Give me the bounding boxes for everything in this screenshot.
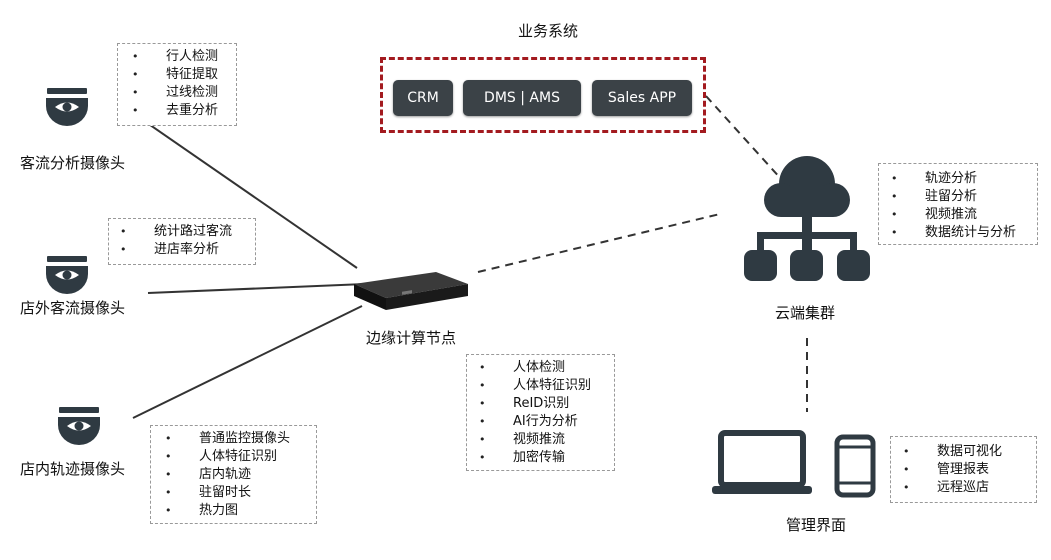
dome-camera-icon bbox=[46, 256, 88, 294]
dome-camera-icon bbox=[58, 407, 100, 445]
feature-item: ReID识别 bbox=[479, 395, 614, 413]
feature-item: 特征提取 bbox=[132, 66, 236, 84]
feature-item: 轨迹分析 bbox=[891, 170, 1037, 188]
feature-item: 去重分析 bbox=[132, 102, 236, 120]
dome-camera-icon bbox=[46, 88, 88, 126]
link-camera3-edge bbox=[132, 305, 363, 419]
cloud-cluster-label: 云端集群 bbox=[775, 304, 836, 322]
feature-item: 行人检测 bbox=[132, 48, 236, 66]
camera-traffic-analysis-features: 行人检测 特征提取 过线检测 去重分析 bbox=[117, 43, 237, 126]
dms-ams-button[interactable]: DMS | AMS bbox=[463, 80, 581, 116]
camera-in-store-trajectory-label: 店内轨迹摄像头 bbox=[20, 460, 126, 478]
feature-item: 视频推流 bbox=[891, 206, 1037, 224]
link-biz-cloud bbox=[705, 95, 783, 181]
feature-item: 进店率分析 bbox=[120, 241, 255, 259]
feature-item: 热力图 bbox=[165, 502, 316, 520]
biz-system-frame bbox=[380, 57, 706, 133]
feature-item: 驻留时长 bbox=[165, 484, 316, 502]
edge-node-label: 边缘计算节点 bbox=[366, 329, 457, 347]
feature-item: 视频推流 bbox=[479, 431, 614, 449]
sales-app-button[interactable]: Sales APP bbox=[592, 80, 692, 116]
feature-item: 过线检测 bbox=[132, 84, 236, 102]
camera-outside-traffic-label: 店外客流摄像头 bbox=[20, 299, 126, 317]
link-edge-cloud bbox=[477, 213, 721, 273]
link-camera2-edge bbox=[147, 283, 366, 294]
edge-node-features: 人体检测 人体特征识别 ReID识别 AI行为分析 视频推流 加密传输 bbox=[466, 354, 615, 471]
feature-item: 加密传输 bbox=[479, 449, 614, 467]
camera-in-store-trajectory-features: 普通监控摄像头 人体特征识别 店内轨迹 驻留时长 热力图 bbox=[150, 425, 317, 524]
feature-item: 统计路过客流 bbox=[120, 223, 255, 241]
feature-item: 店内轨迹 bbox=[165, 466, 316, 484]
link-camera1-edge bbox=[139, 117, 358, 269]
management-label: 管理界面 bbox=[786, 516, 847, 534]
cloud-cluster-features: 轨迹分析 驻留分析 视频推流 数据统计与分析 bbox=[878, 163, 1038, 245]
management-features: 数据可视化 管理报表 远程巡店 bbox=[890, 436, 1037, 503]
feature-item: AI行为分析 bbox=[479, 413, 614, 431]
edge-server-icon bbox=[354, 272, 468, 310]
cloud-cluster-icon bbox=[744, 156, 870, 281]
smartphone-icon bbox=[834, 434, 876, 498]
feature-item: 远程巡店 bbox=[903, 479, 1036, 497]
biz-system-title: 业务系统 bbox=[518, 22, 579, 40]
feature-item: 人体检测 bbox=[479, 359, 614, 377]
camera-traffic-analysis-label: 客流分析摄像头 bbox=[20, 154, 126, 172]
feature-item: 驻留分析 bbox=[891, 188, 1037, 206]
feature-item: 人体特征识别 bbox=[479, 377, 614, 395]
feature-item: 数据统计与分析 bbox=[891, 224, 1037, 242]
laptop-icon bbox=[712, 430, 812, 494]
feature-item: 数据可视化 bbox=[903, 443, 1036, 461]
feature-item: 人体特征识别 bbox=[165, 448, 316, 466]
crm-button[interactable]: CRM bbox=[393, 80, 453, 116]
camera-outside-traffic-features: 统计路过客流 进店率分析 bbox=[108, 218, 256, 265]
feature-item: 管理报表 bbox=[903, 461, 1036, 479]
feature-item: 普通监控摄像头 bbox=[165, 430, 316, 448]
